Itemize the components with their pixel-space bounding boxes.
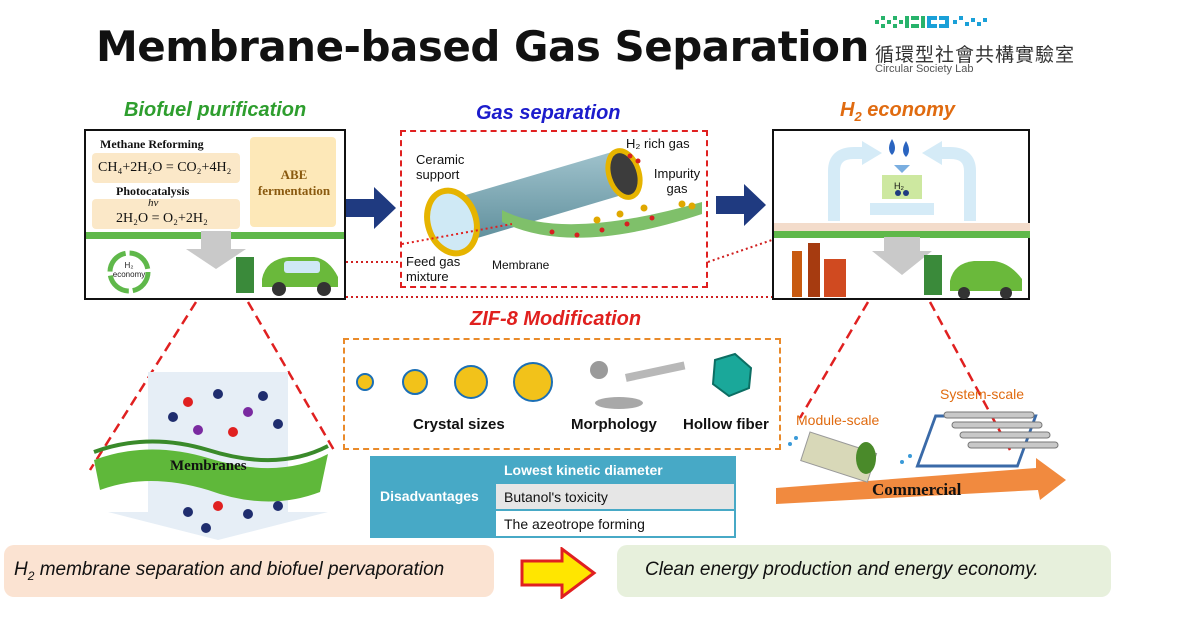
- h2-cycle-icon: [107, 250, 151, 294]
- reaction2: 2H₂O = O₂+2H₂: [116, 211, 208, 226]
- page-title: Membrane-based Gas Separation: [96, 22, 869, 71]
- reaction1: CH₄+2H₂O = CO₂+4H₂: [98, 160, 232, 175]
- disadvantage-row-1: Lowest kinetic diameter: [504, 462, 663, 478]
- h2-economy-graphic: [774, 139, 1030, 299]
- abe-box: [250, 137, 336, 227]
- feed-gas-label: Feed gas mixture: [406, 254, 461, 284]
- biofuel-panel: Methane Reforming CH₄+2H₂O = CO₂+4H₂ Pho…: [84, 129, 346, 300]
- h2-economy-word: economy: [861, 99, 956, 121]
- zif8-panel: Crystal sizes Morphology Hollow fiber: [343, 338, 781, 450]
- photocatalysis-label: Photocatalysis: [116, 184, 190, 198]
- logo-icon: [875, 16, 987, 28]
- section-zif8: ZIF-8 Modification: [470, 308, 642, 330]
- bottom-right-pill: Clean energy production and energy econo…: [617, 545, 1111, 597]
- hv-label: hv: [148, 197, 159, 209]
- membrane-tube-graphic: [402, 148, 702, 257]
- arrow-right-icon-1: [346, 187, 396, 229]
- module-scale-label: Module-scale: [796, 412, 880, 428]
- section-h2-economy: H2 economy: [840, 99, 955, 124]
- bottom-right-text: Clean energy production and energy econo…: [645, 559, 1039, 580]
- morphology-label: Morphology: [571, 416, 657, 433]
- h2-h: H: [840, 99, 855, 121]
- h2-cycle-label: H₂ economy: [112, 261, 146, 279]
- h2-rich-gas-label: H₂ rich gas: [626, 136, 690, 151]
- impurity-gas-label: Impurity gas: [653, 166, 701, 196]
- disadvantages-table: Disadvantages Lowest kinetic diameter Bu…: [370, 456, 736, 538]
- section-biofuel: Biofuel purification: [124, 99, 307, 121]
- bottom-sub: 2: [27, 568, 35, 583]
- h2-tank-label: H₂: [894, 181, 904, 191]
- logo-english: Circular Society Lab: [875, 63, 974, 75]
- crystals-graphic: [356, 352, 753, 409]
- down-arrow-icon: [186, 231, 246, 269]
- bottom-left-rest: membrane separation and biofuel pervapor…: [34, 559, 445, 580]
- arrow-right-icon-2: [716, 184, 766, 226]
- car-icon: [236, 257, 338, 296]
- bottom-left-pill: H2 membrane separation and biofuel perva…: [4, 545, 494, 597]
- h2-sub: 2: [854, 109, 862, 124]
- abe-label: ABE fermentation: [257, 167, 331, 198]
- bottom-left-text: H2 membrane separation and biofuel perva…: [14, 559, 444, 583]
- membranes-label: Membranes: [170, 458, 247, 474]
- crystal-sizes-label: Crystal sizes: [413, 416, 505, 433]
- membrane-label: Membrane: [492, 258, 550, 272]
- section-gas-separation: Gas separation: [476, 102, 621, 124]
- disadvantage-row-3: The azeotrope forming: [496, 511, 734, 536]
- membranes-graphic: [93, 372, 329, 540]
- hollow-fiber-label: Hollow fiber: [683, 416, 769, 433]
- ceramic-support-label: Ceramic support: [416, 152, 465, 182]
- reaction2-box: [92, 199, 240, 229]
- logo-chinese: 循環型社會共構實驗室: [875, 44, 1076, 66]
- commercial-label: Commercial: [872, 480, 962, 499]
- disadvantages-header: Disadvantages: [380, 488, 479, 504]
- system-scale-label: System-scale: [940, 386, 1025, 402]
- gas-separation-panel: Ceramic support H₂ rich gas Impurity gas…: [400, 130, 708, 288]
- reaction1-box: [92, 153, 240, 183]
- disadvantage-row-2: Butanol's toxicity: [496, 484, 734, 509]
- methane-reforming-label: Methane Reforming: [100, 137, 204, 151]
- yellow-arrow-icon: [520, 547, 597, 599]
- commercial-graphic: [776, 411, 1066, 504]
- bottom-h: H: [14, 559, 28, 580]
- h2-economy-panel: H₂: [772, 129, 1030, 300]
